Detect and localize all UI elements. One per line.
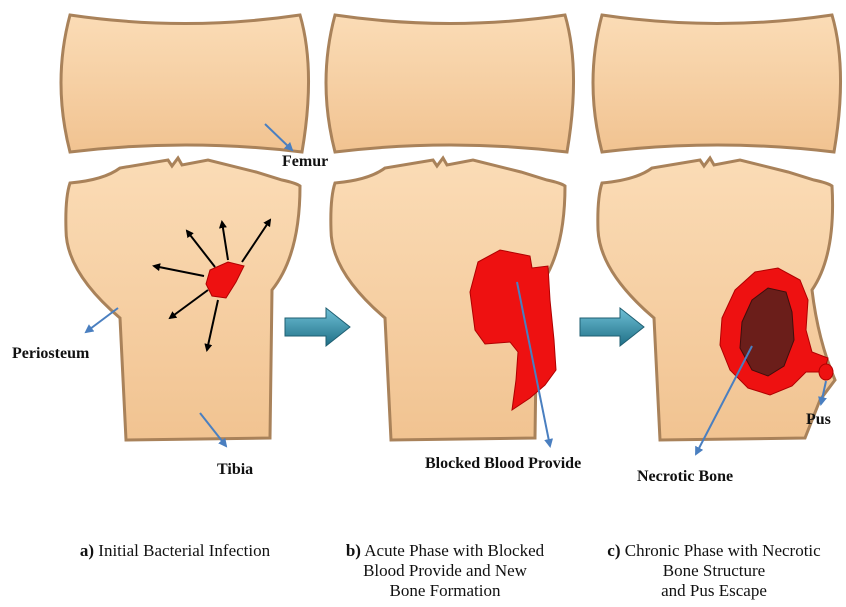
caption-b-letter: b) (346, 541, 361, 560)
label-tibia: Tibia (217, 461, 253, 478)
progression-arrow-1 (285, 308, 350, 346)
caption-b-line-1: Acute Phase with Blocked (364, 541, 544, 560)
panel-b (326, 15, 574, 446)
caption-b: b) Acute Phase with Blocked Blood Provid… (315, 541, 575, 601)
label-blocked-blood: Blocked Blood Provide (425, 455, 581, 472)
caption-c-line-3: and Pus Escape (585, 581, 843, 601)
label-periosteum: Periosteum (12, 345, 90, 362)
panel-c (593, 15, 841, 454)
label-necrotic-bone: Necrotic Bone (637, 468, 733, 485)
panel-a (61, 15, 309, 446)
caption-b-line-2: Blood Provide and New (315, 561, 575, 581)
femur-bone-b (326, 15, 574, 152)
progression-arrow-2 (580, 308, 644, 346)
label-femur: Femur (282, 153, 328, 170)
tibia-bone-a (66, 158, 300, 440)
caption-b-line-3: Bone Formation (315, 581, 575, 601)
pus-drop (819, 364, 833, 380)
femur-bone-c (593, 15, 841, 152)
caption-c-line-1: Chronic Phase with Necrotic (625, 541, 821, 560)
caption-a-line-1: Initial Bacterial Infection (98, 541, 270, 560)
caption-a-letter: a) (80, 541, 94, 560)
periosteum-pointer (86, 308, 118, 332)
label-pus: Pus (806, 411, 831, 428)
caption-c-letter: c) (607, 541, 620, 560)
caption-c: c) Chronic Phase with Necrotic Bone Stru… (585, 541, 843, 601)
caption-c-line-2: Bone Structure (585, 561, 843, 581)
caption-a: a) Initial Bacterial Infection (40, 541, 310, 561)
